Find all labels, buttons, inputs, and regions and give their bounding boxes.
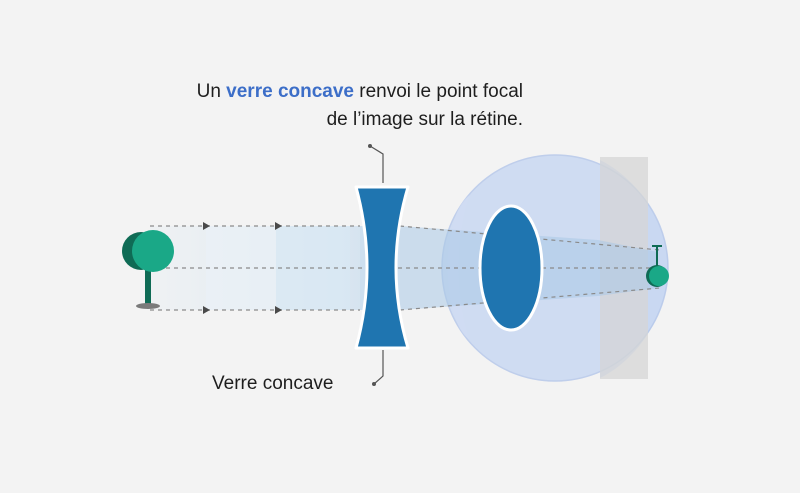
callout-dots [368,144,376,386]
title-line-1: Un verre concave renvoi le point focal [196,81,523,102]
title-line-2: de l’image sur la rétine. [326,109,523,130]
tree-object-icon [122,230,174,309]
highlighted-term: verre concave [226,81,354,102]
eye-crystalline-lens [478,204,544,332]
lens-label: Verre concave [212,373,334,394]
image-point-icon [646,245,669,287]
diagram-title: Un verre concave renvoi le point focal d… [197,78,523,134]
callout-leaders [369,145,384,385]
ray-arrows [203,222,282,314]
concave-lens-icon [354,185,410,350]
